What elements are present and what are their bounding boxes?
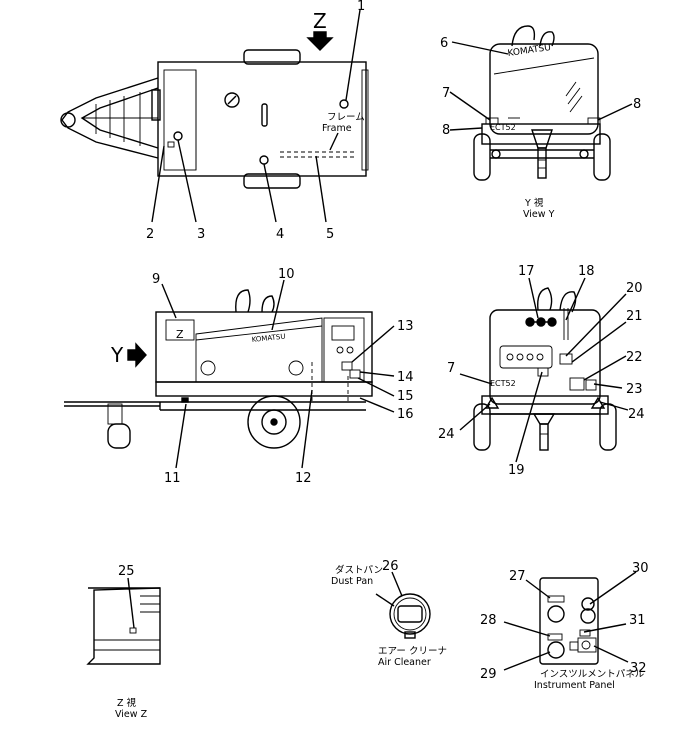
instrument-panel-en-label: Instrument Panel bbox=[534, 680, 615, 691]
view-y-en-label: View Y bbox=[523, 209, 555, 220]
air-cleaner-jp-label: エアー クリーナ bbox=[378, 646, 447, 657]
callout-3: 3 bbox=[197, 227, 205, 242]
callout-24b: 24 bbox=[628, 407, 645, 422]
arrow-y: Y bbox=[110, 342, 147, 368]
arrow-z: Z bbox=[306, 9, 334, 51]
view-z-en-label: View Z bbox=[115, 709, 148, 720]
leaders-instrument-panel bbox=[503, 571, 637, 671]
callout-24a: 24 bbox=[438, 427, 455, 442]
callout-7b: 7 bbox=[447, 361, 455, 376]
instrument-panel-jp-label: インスツルメントパネル bbox=[540, 669, 645, 680]
callout-4: 4 bbox=[276, 227, 284, 242]
dust-pan-jp-label: ダストパン bbox=[335, 564, 383, 576]
callout-7a: 7 bbox=[442, 86, 450, 101]
callout-numbers: 1 2 3 4 5 6 7 8 8 9 10 11 12 13 14 15 16… bbox=[118, 0, 649, 682]
leaders-top-view bbox=[151, 9, 361, 223]
callout-20: 20 bbox=[626, 281, 643, 296]
callout-1: 1 bbox=[357, 0, 365, 14]
view-y: KOMATSU ECT52 bbox=[473, 25, 611, 181]
rear-model-decal: ECT52 bbox=[490, 379, 516, 388]
rear-view: ECT52 bbox=[473, 287, 617, 451]
view-z bbox=[86, 577, 161, 665]
callout-30: 30 bbox=[632, 561, 649, 576]
callout-16: 16 bbox=[397, 407, 414, 422]
callout-2: 2 bbox=[146, 227, 154, 242]
callout-17: 17 bbox=[518, 264, 535, 279]
side-brand-decal: KOMATSU bbox=[251, 332, 286, 343]
callout-22: 22 bbox=[626, 350, 643, 365]
callout-25: 25 bbox=[118, 564, 135, 579]
callout-26: 26 bbox=[382, 559, 399, 574]
callout-21: 21 bbox=[626, 309, 643, 324]
view-y-model-decal: ECT52 bbox=[490, 123, 516, 132]
callout-9: 9 bbox=[152, 272, 160, 287]
side-view: Z KOMATSU bbox=[64, 289, 373, 449]
view-y-jp-label: Y 視 bbox=[524, 197, 544, 209]
arrow-z-label: Z bbox=[313, 9, 327, 33]
leaders-side-view bbox=[161, 279, 395, 469]
leaders-rear-view bbox=[459, 277, 629, 463]
leaders-view-y bbox=[449, 41, 633, 131]
callout-8a: 8 bbox=[633, 97, 641, 112]
view-y-brand-decal: KOMATSU bbox=[507, 43, 551, 59]
arrow-y-label: Y bbox=[110, 343, 124, 367]
frame-en-label: Frame bbox=[322, 123, 352, 134]
callout-13: 13 bbox=[397, 319, 414, 334]
callout-31: 31 bbox=[629, 613, 646, 628]
callout-29: 29 bbox=[480, 667, 497, 682]
callout-27: 27 bbox=[509, 569, 526, 584]
callout-8b: 8 bbox=[442, 123, 450, 138]
callout-11: 11 bbox=[164, 471, 181, 486]
callout-14: 14 bbox=[397, 370, 414, 385]
callout-28: 28 bbox=[480, 613, 497, 628]
frame-jp-label: フレーム bbox=[327, 112, 365, 123]
dust-pan-en-label: Dust Pan bbox=[331, 576, 373, 587]
air-cleaner-en-label: Air Cleaner bbox=[378, 657, 431, 668]
side-decal-z: Z bbox=[176, 328, 184, 341]
instrument-panel bbox=[539, 577, 599, 665]
callout-32: 32 bbox=[630, 661, 647, 676]
top-view bbox=[60, 49, 369, 189]
view-z-jp-label: Z 視 bbox=[117, 697, 137, 709]
callout-23: 23 bbox=[626, 382, 643, 397]
callout-18: 18 bbox=[578, 264, 595, 279]
callout-19: 19 bbox=[508, 463, 525, 478]
callout-5: 5 bbox=[326, 227, 334, 242]
callout-10: 10 bbox=[278, 267, 295, 282]
callout-6: 6 bbox=[440, 36, 448, 51]
air-cleaner bbox=[375, 571, 431, 639]
callout-15: 15 bbox=[397, 389, 414, 404]
callout-12: 12 bbox=[295, 471, 312, 486]
